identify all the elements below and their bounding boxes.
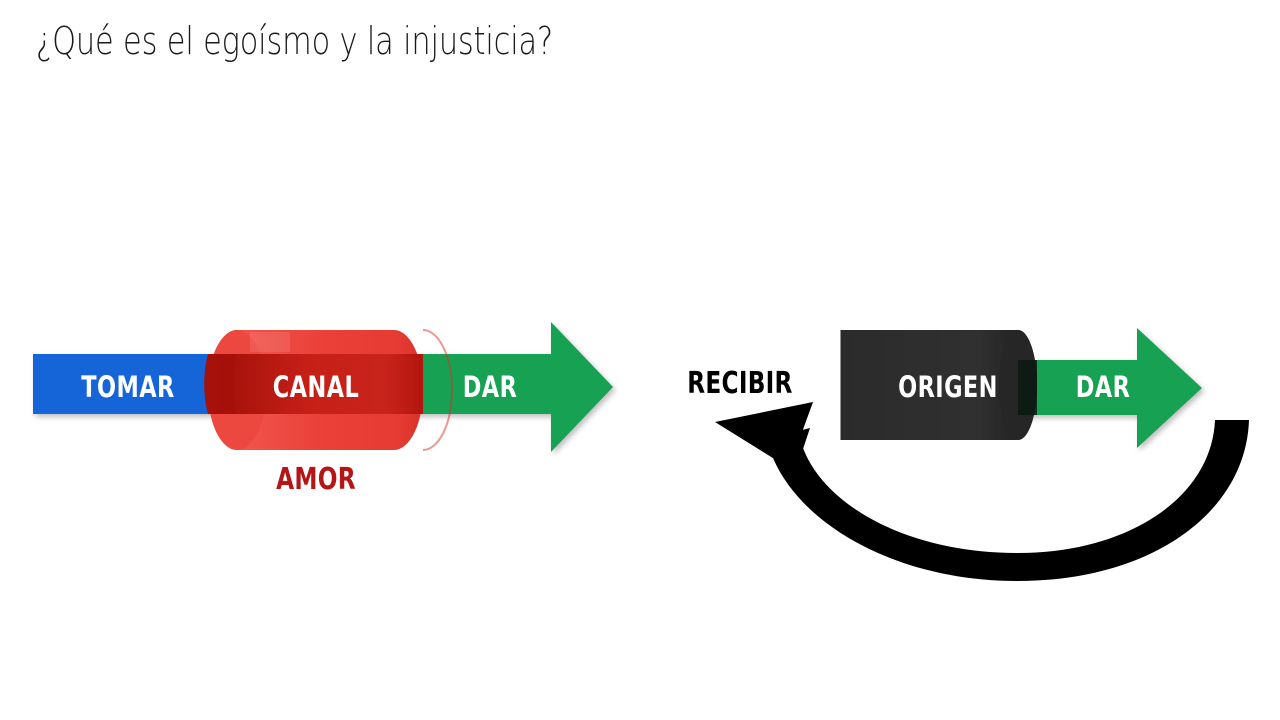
page-title: ¿Qué es el egoísmo y la injusticia? [36,19,553,63]
segment-tomar-bar [33,354,213,414]
caption-amor: AMOR [276,462,356,497]
segment-origen-cylinder [840,330,1037,440]
segment-dar-arrow [410,322,613,452]
segment-canal-cylinder [204,329,453,451]
egoismo-flow-diagram [0,300,650,530]
return-loop-arrow [715,402,1249,581]
justicia-flow-diagram [660,300,1280,581]
segment-dar-arrow-right [960,328,1202,448]
segment-label-recibir: RECIBIR [687,366,793,401]
